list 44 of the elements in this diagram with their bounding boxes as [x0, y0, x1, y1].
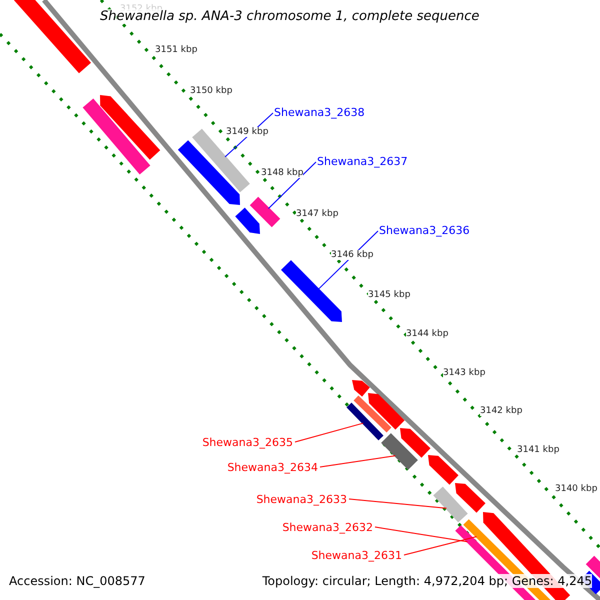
leader-line — [348, 498, 447, 509]
gene-feature — [100, 95, 160, 160]
leader-line — [294, 422, 364, 442]
gene-feature — [455, 483, 486, 513]
gene-label: Shewana3_2638 — [274, 106, 365, 119]
gene-bar — [14, 0, 91, 74]
gene-bar — [346, 402, 384, 440]
leader-line — [320, 455, 396, 468]
gene-feature — [400, 428, 430, 458]
tick-label: 3148 kbp — [261, 168, 304, 178]
summary-text: Topology: circular; Length: 4,972,204 bp; Genes: 4,245 — [262, 574, 592, 588]
tick-label: 3147 kbp — [296, 209, 338, 219]
tick-label: 3146 kbp — [331, 250, 374, 260]
gene-bar — [192, 128, 250, 192]
gene-feature — [368, 393, 405, 430]
gene-label: Shewana3_2633 — [256, 493, 347, 506]
gene-feature — [235, 208, 260, 234]
gene-label: Shewana3_2635 — [202, 436, 293, 449]
tick-label: 3151 kbp — [155, 45, 198, 55]
gene-bar — [250, 196, 280, 228]
gene-label: Shewana3_2636 — [379, 224, 470, 237]
tick-label: 3142 kbp — [480, 406, 522, 416]
gene-label: Shewana3_2631 — [311, 549, 402, 562]
tick-label: 3150 kbp — [190, 86, 232, 96]
leader-line — [268, 162, 316, 209]
gene-label: Shewana3_2632 — [282, 521, 373, 534]
tick-label: 3143 kbp — [443, 368, 486, 378]
gene-label: Shewana3_2637 — [317, 155, 408, 168]
leader-line — [404, 536, 477, 556]
gene-bar — [354, 396, 392, 432]
tick-label: 3140 kbp — [555, 484, 598, 494]
gene-bar — [433, 486, 468, 522]
tick-label: 3145 kbp — [368, 290, 410, 300]
leader-line — [374, 526, 468, 542]
gene-feature — [428, 455, 458, 485]
tick-label: 3149 kbp — [226, 127, 268, 137]
gene-feature — [178, 140, 240, 205]
tick-label: 3144 kbp — [406, 329, 448, 339]
accession-text: Accession: NC_008577 — [9, 574, 146, 588]
gene-bar — [381, 433, 418, 470]
tick-label: 3141 kbp — [517, 445, 560, 455]
gene-label: Shewana3_2634 — [227, 461, 318, 474]
gene-feature — [281, 260, 342, 322]
gene-bar — [82, 98, 150, 174]
